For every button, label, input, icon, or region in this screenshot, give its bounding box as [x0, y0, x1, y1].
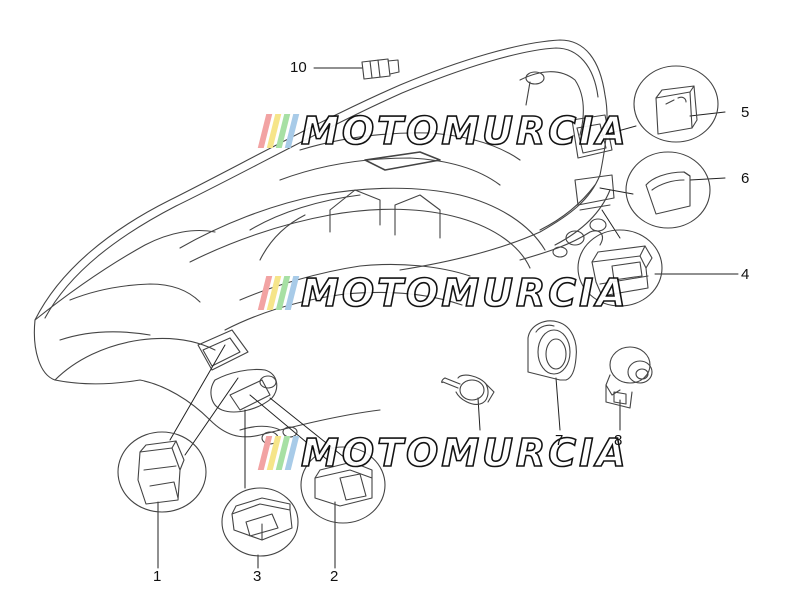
callout-4: 4 [741, 266, 750, 283]
callout-3: 3 [253, 568, 262, 585]
part-7-bezel [527, 320, 577, 381]
watermark-middle: MOTOMURCIA [257, 270, 629, 316]
watermark-text: MOTOMURCIA [300, 108, 629, 154]
part-2-switch [300, 446, 386, 524]
part-10-bulb [361, 58, 400, 80]
watermark-stripes [257, 114, 300, 148]
part-5-switch [633, 65, 719, 143]
watermark-top: MOTOMURCIA [257, 108, 629, 154]
callout-2: 2 [330, 568, 339, 585]
leader-lines [157, 67, 739, 569]
callout-1: 1 [153, 568, 162, 585]
dashboard-body [33, 39, 615, 445]
watermark-text: MOTOMURCIA [300, 430, 629, 476]
callout-8: 8 [614, 432, 623, 449]
part-3-switch [221, 487, 299, 557]
bolt-part [441, 374, 495, 405]
callout-6: 6 [741, 170, 750, 187]
part-8-connector [605, 346, 653, 409]
callout-10: 10 [290, 59, 307, 76]
callout-5: 5 [741, 104, 750, 121]
part-4-switch [577, 229, 663, 307]
part-1-switch [117, 431, 207, 513]
callout-7: 7 [555, 432, 564, 449]
watermark-stripes [257, 436, 300, 470]
part-6-switch [625, 151, 711, 229]
watermark-text: MOTOMURCIA [300, 270, 629, 316]
watermark-bottom: MOTOMURCIA [257, 430, 629, 476]
watermark-stripes [257, 276, 300, 310]
